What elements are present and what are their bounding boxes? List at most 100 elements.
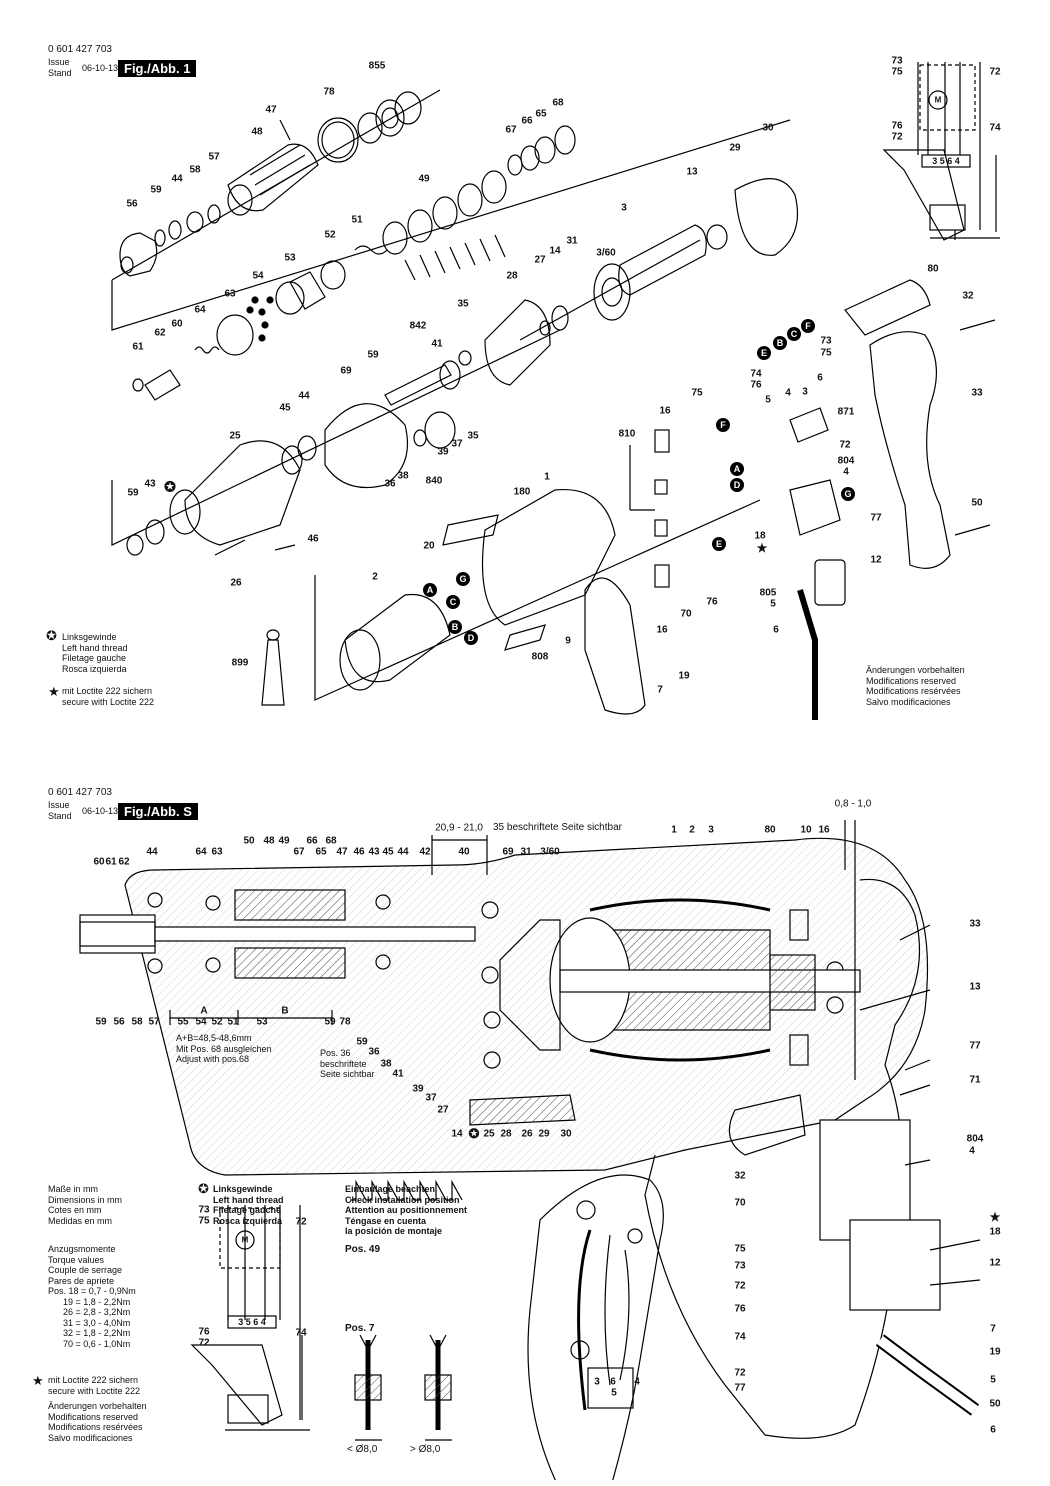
wire-label: 72 bbox=[891, 131, 903, 143]
part-label: 59 bbox=[95, 1016, 107, 1028]
part-label: 43 bbox=[144, 478, 156, 490]
part-label: 2 bbox=[689, 824, 695, 836]
sheet1-code: 0 601 427 703 bbox=[48, 44, 112, 55]
part-label: 810 bbox=[618, 428, 636, 440]
part-label: 69 bbox=[502, 846, 514, 858]
part-label: 49 bbox=[418, 173, 430, 185]
install-note: Einbaulage beachten Check installation p… bbox=[345, 1184, 467, 1236]
part-label: 44 bbox=[146, 846, 158, 858]
part-label: 9 bbox=[565, 635, 571, 647]
pos49-label: Pos. 49 bbox=[345, 1244, 381, 1255]
part-label: 805 bbox=[759, 587, 777, 599]
part-label: 73 bbox=[734, 1260, 746, 1272]
part-label: 13 bbox=[969, 981, 981, 993]
part-label: 13 bbox=[686, 166, 698, 178]
wire-label: 72 bbox=[295, 1216, 307, 1228]
motor-symbol: M bbox=[934, 95, 942, 105]
part-label: 64 bbox=[194, 304, 206, 316]
wire-label: 75 bbox=[891, 66, 903, 78]
dimension-gap: 0,8 - 1,0 bbox=[834, 798, 872, 810]
part-label: 48 bbox=[251, 126, 263, 138]
part-label: 61 bbox=[132, 341, 144, 353]
connector-f: F bbox=[801, 319, 815, 333]
part-label: 5 bbox=[765, 394, 771, 406]
part-label: 43 bbox=[368, 846, 380, 858]
part-label: 50 bbox=[243, 835, 255, 847]
wire-label: 75 bbox=[198, 1215, 210, 1227]
part-label: 35 bbox=[467, 430, 479, 442]
part-label: 58 bbox=[189, 164, 201, 176]
part-label: 32 bbox=[962, 290, 974, 302]
pos7-label: Pos. 7 bbox=[345, 1323, 375, 1334]
part-label: 30 bbox=[762, 122, 774, 134]
part-label: 6 bbox=[990, 1424, 996, 1436]
part-label: 33 bbox=[971, 387, 983, 399]
wire-label: 72 bbox=[989, 66, 1001, 78]
sheet1-fig-badge: Fig./Abb. 1 bbox=[118, 60, 197, 77]
part-label: 68 bbox=[552, 97, 564, 109]
part-label: 47 bbox=[265, 104, 277, 116]
part-label: 51 bbox=[227, 1016, 239, 1028]
part-label: 30 bbox=[560, 1128, 572, 1140]
part-label: 5 bbox=[770, 598, 776, 610]
part-label: 12 bbox=[989, 1257, 1001, 1269]
part-label: 16 bbox=[818, 824, 830, 836]
dimensions-note: Maße in mm Dimensions in mm Cotes en mm … bbox=[48, 1184, 123, 1226]
part-label: 53 bbox=[284, 252, 296, 264]
part-label: 871 bbox=[837, 406, 855, 418]
part-label: 16 bbox=[659, 405, 671, 417]
part-label: 46 bbox=[307, 533, 319, 545]
part-label: 804 bbox=[966, 1133, 984, 1145]
part-label: 804 bbox=[837, 455, 855, 467]
part-label: 180 bbox=[513, 486, 531, 498]
part-label: 66 bbox=[306, 835, 318, 847]
thread-icon: ✪ bbox=[46, 628, 57, 643]
part-label: 5 bbox=[611, 1387, 617, 1399]
part-label: 26 bbox=[521, 1128, 533, 1140]
part-label: 6 bbox=[817, 372, 823, 384]
part-label: 56 bbox=[113, 1016, 125, 1028]
part-label: 38 bbox=[380, 1058, 392, 1070]
part-label: 3 bbox=[708, 824, 714, 836]
part-label: 45 bbox=[382, 846, 394, 858]
part-label: 76 bbox=[706, 596, 718, 608]
part-label: 19 bbox=[678, 670, 690, 682]
part-label: 60 bbox=[171, 318, 183, 330]
part-label: 77 bbox=[870, 512, 882, 524]
part-label: 77 bbox=[969, 1040, 981, 1052]
part-label: 20 bbox=[423, 540, 435, 552]
part-label: 77 bbox=[734, 1382, 746, 1394]
part-label: 44 bbox=[171, 173, 183, 185]
connector-d: D bbox=[730, 478, 744, 492]
connector-e: E bbox=[712, 537, 726, 551]
part-label: 37 bbox=[425, 1092, 437, 1104]
part-label: 27 bbox=[534, 254, 546, 266]
part-label: 56 bbox=[126, 198, 138, 210]
connector-a: A bbox=[423, 583, 437, 597]
part-label: 3 bbox=[594, 1376, 600, 1388]
part-label: 37 bbox=[451, 438, 463, 450]
dimension-a: A bbox=[200, 1005, 208, 1017]
part-label: 80 bbox=[927, 263, 939, 275]
part-label: 50 bbox=[989, 1398, 1001, 1410]
sheet1-issue: Issue Stand bbox=[48, 57, 72, 78]
part-label: 41 bbox=[431, 338, 443, 350]
part-label: 76 bbox=[750, 379, 762, 391]
part-label: 53 bbox=[256, 1016, 268, 1028]
motor-symbol: M bbox=[241, 1235, 249, 1245]
part-label: 14 bbox=[451, 1128, 463, 1140]
part-label: 78 bbox=[323, 86, 335, 98]
part-label: 65 bbox=[535, 108, 547, 120]
connector-b: B bbox=[448, 620, 462, 634]
star-icon: ★ bbox=[48, 684, 60, 699]
part-label: 73 bbox=[820, 335, 832, 347]
part-label: 4 bbox=[785, 387, 791, 399]
wire-label: 74 bbox=[989, 122, 1001, 134]
part-label: 63 bbox=[224, 288, 236, 300]
connector-g: G bbox=[456, 572, 470, 586]
part-label: 6 bbox=[610, 1376, 616, 1388]
section-view-diagram bbox=[79, 820, 981, 1480]
part-label: 78 bbox=[339, 1016, 351, 1028]
part-label: 48 bbox=[263, 835, 275, 847]
connector-c: C bbox=[446, 595, 460, 609]
